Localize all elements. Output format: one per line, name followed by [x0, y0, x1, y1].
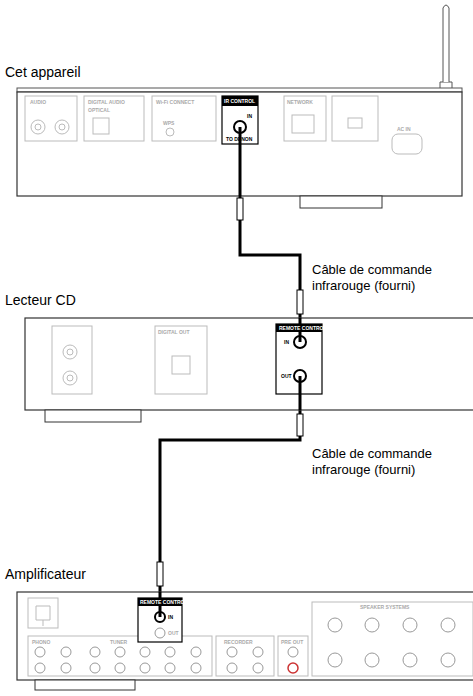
device-heading: Lecteur CD [5, 292, 76, 308]
device-panel: Lecteur CD [25, 318, 473, 410]
panel-label: OUT [281, 373, 292, 379]
panel-label: IR CONTROL [224, 98, 255, 104]
panel-label: NETWORK [287, 99, 313, 105]
panel-label: PHONO [32, 639, 50, 645]
panel-label: Wi-Fi CONNECT [156, 99, 194, 105]
device-panel: Cet appareil [17, 92, 462, 196]
panel-label: SPEAKER SYSTEMS [360, 604, 409, 610]
cable-label: Câble de commande infrarouge (fourni) [312, 446, 470, 478]
panel-label: IN [247, 113, 252, 119]
cable-label: Câble de commande infrarouge (fourni) [312, 262, 470, 294]
panel-label: RECORDER [224, 639, 253, 645]
panel-label: AUDIO [30, 99, 46, 105]
ir-cable [160, 410, 300, 592]
device-heading: Amplificateur [5, 566, 86, 582]
panel-label: DIGITAL AUDIO [88, 99, 125, 105]
panel-label: AC IN [397, 126, 411, 132]
panel-label: OPTICAL [88, 107, 110, 113]
panel-label: IN [284, 339, 289, 345]
panel-label: TUNER [110, 639, 127, 645]
panel-label: OUT [168, 630, 179, 636]
panel-label: REMOTE CONTROL [140, 599, 188, 605]
panel-label: IN [168, 614, 173, 620]
panel-label: PRE OUT [281, 639, 303, 645]
panel-label: DIGITAL OUT [158, 329, 189, 335]
panel-label: TO DENON [226, 136, 252, 142]
ir-cable [240, 196, 300, 318]
panel-label: REMOTE CONTROL [279, 325, 327, 331]
panel-label: WPS [163, 120, 174, 126]
device-heading: Cet appareil [5, 64, 81, 80]
